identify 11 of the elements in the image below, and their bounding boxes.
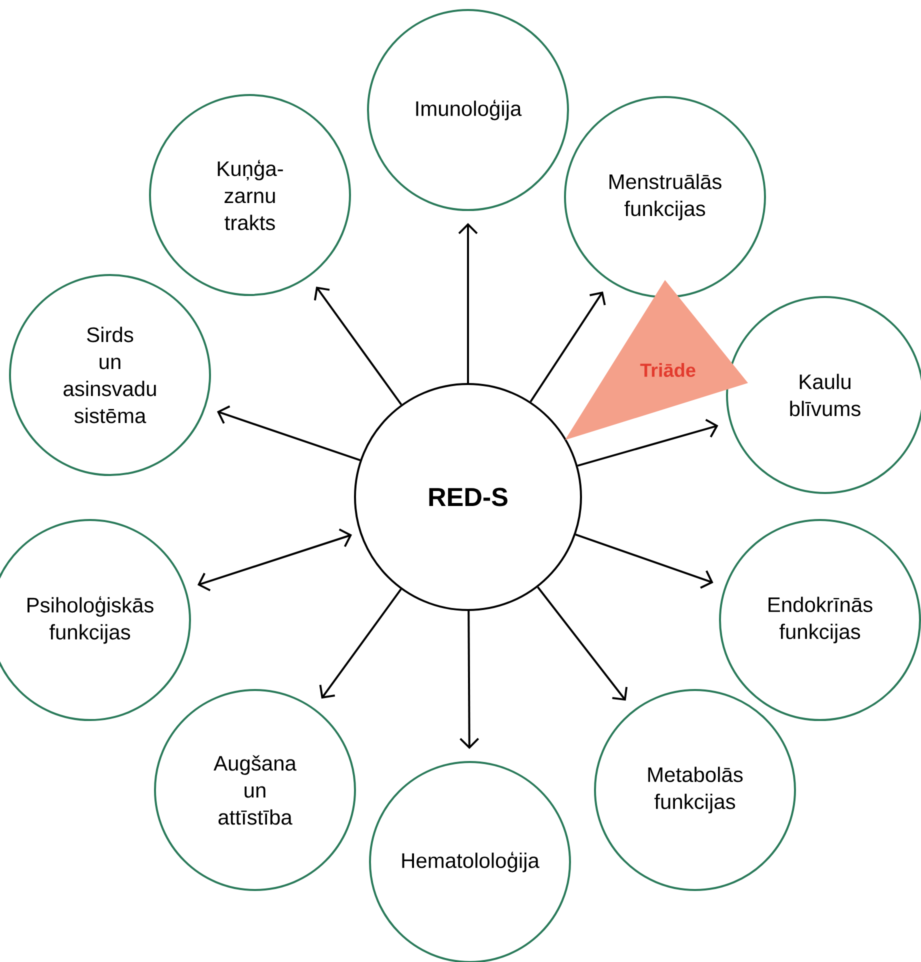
triangle: Triāde bbox=[565, 280, 748, 440]
arrow bbox=[197, 528, 352, 592]
arrow bbox=[530, 291, 606, 402]
arrow bbox=[537, 586, 628, 701]
arrow bbox=[458, 223, 478, 383]
arrow bbox=[319, 588, 402, 699]
arrow bbox=[575, 534, 714, 589]
arrow bbox=[460, 611, 480, 750]
arrow bbox=[314, 286, 402, 406]
arrow bbox=[216, 405, 360, 462]
arrow bbox=[577, 418, 718, 467]
